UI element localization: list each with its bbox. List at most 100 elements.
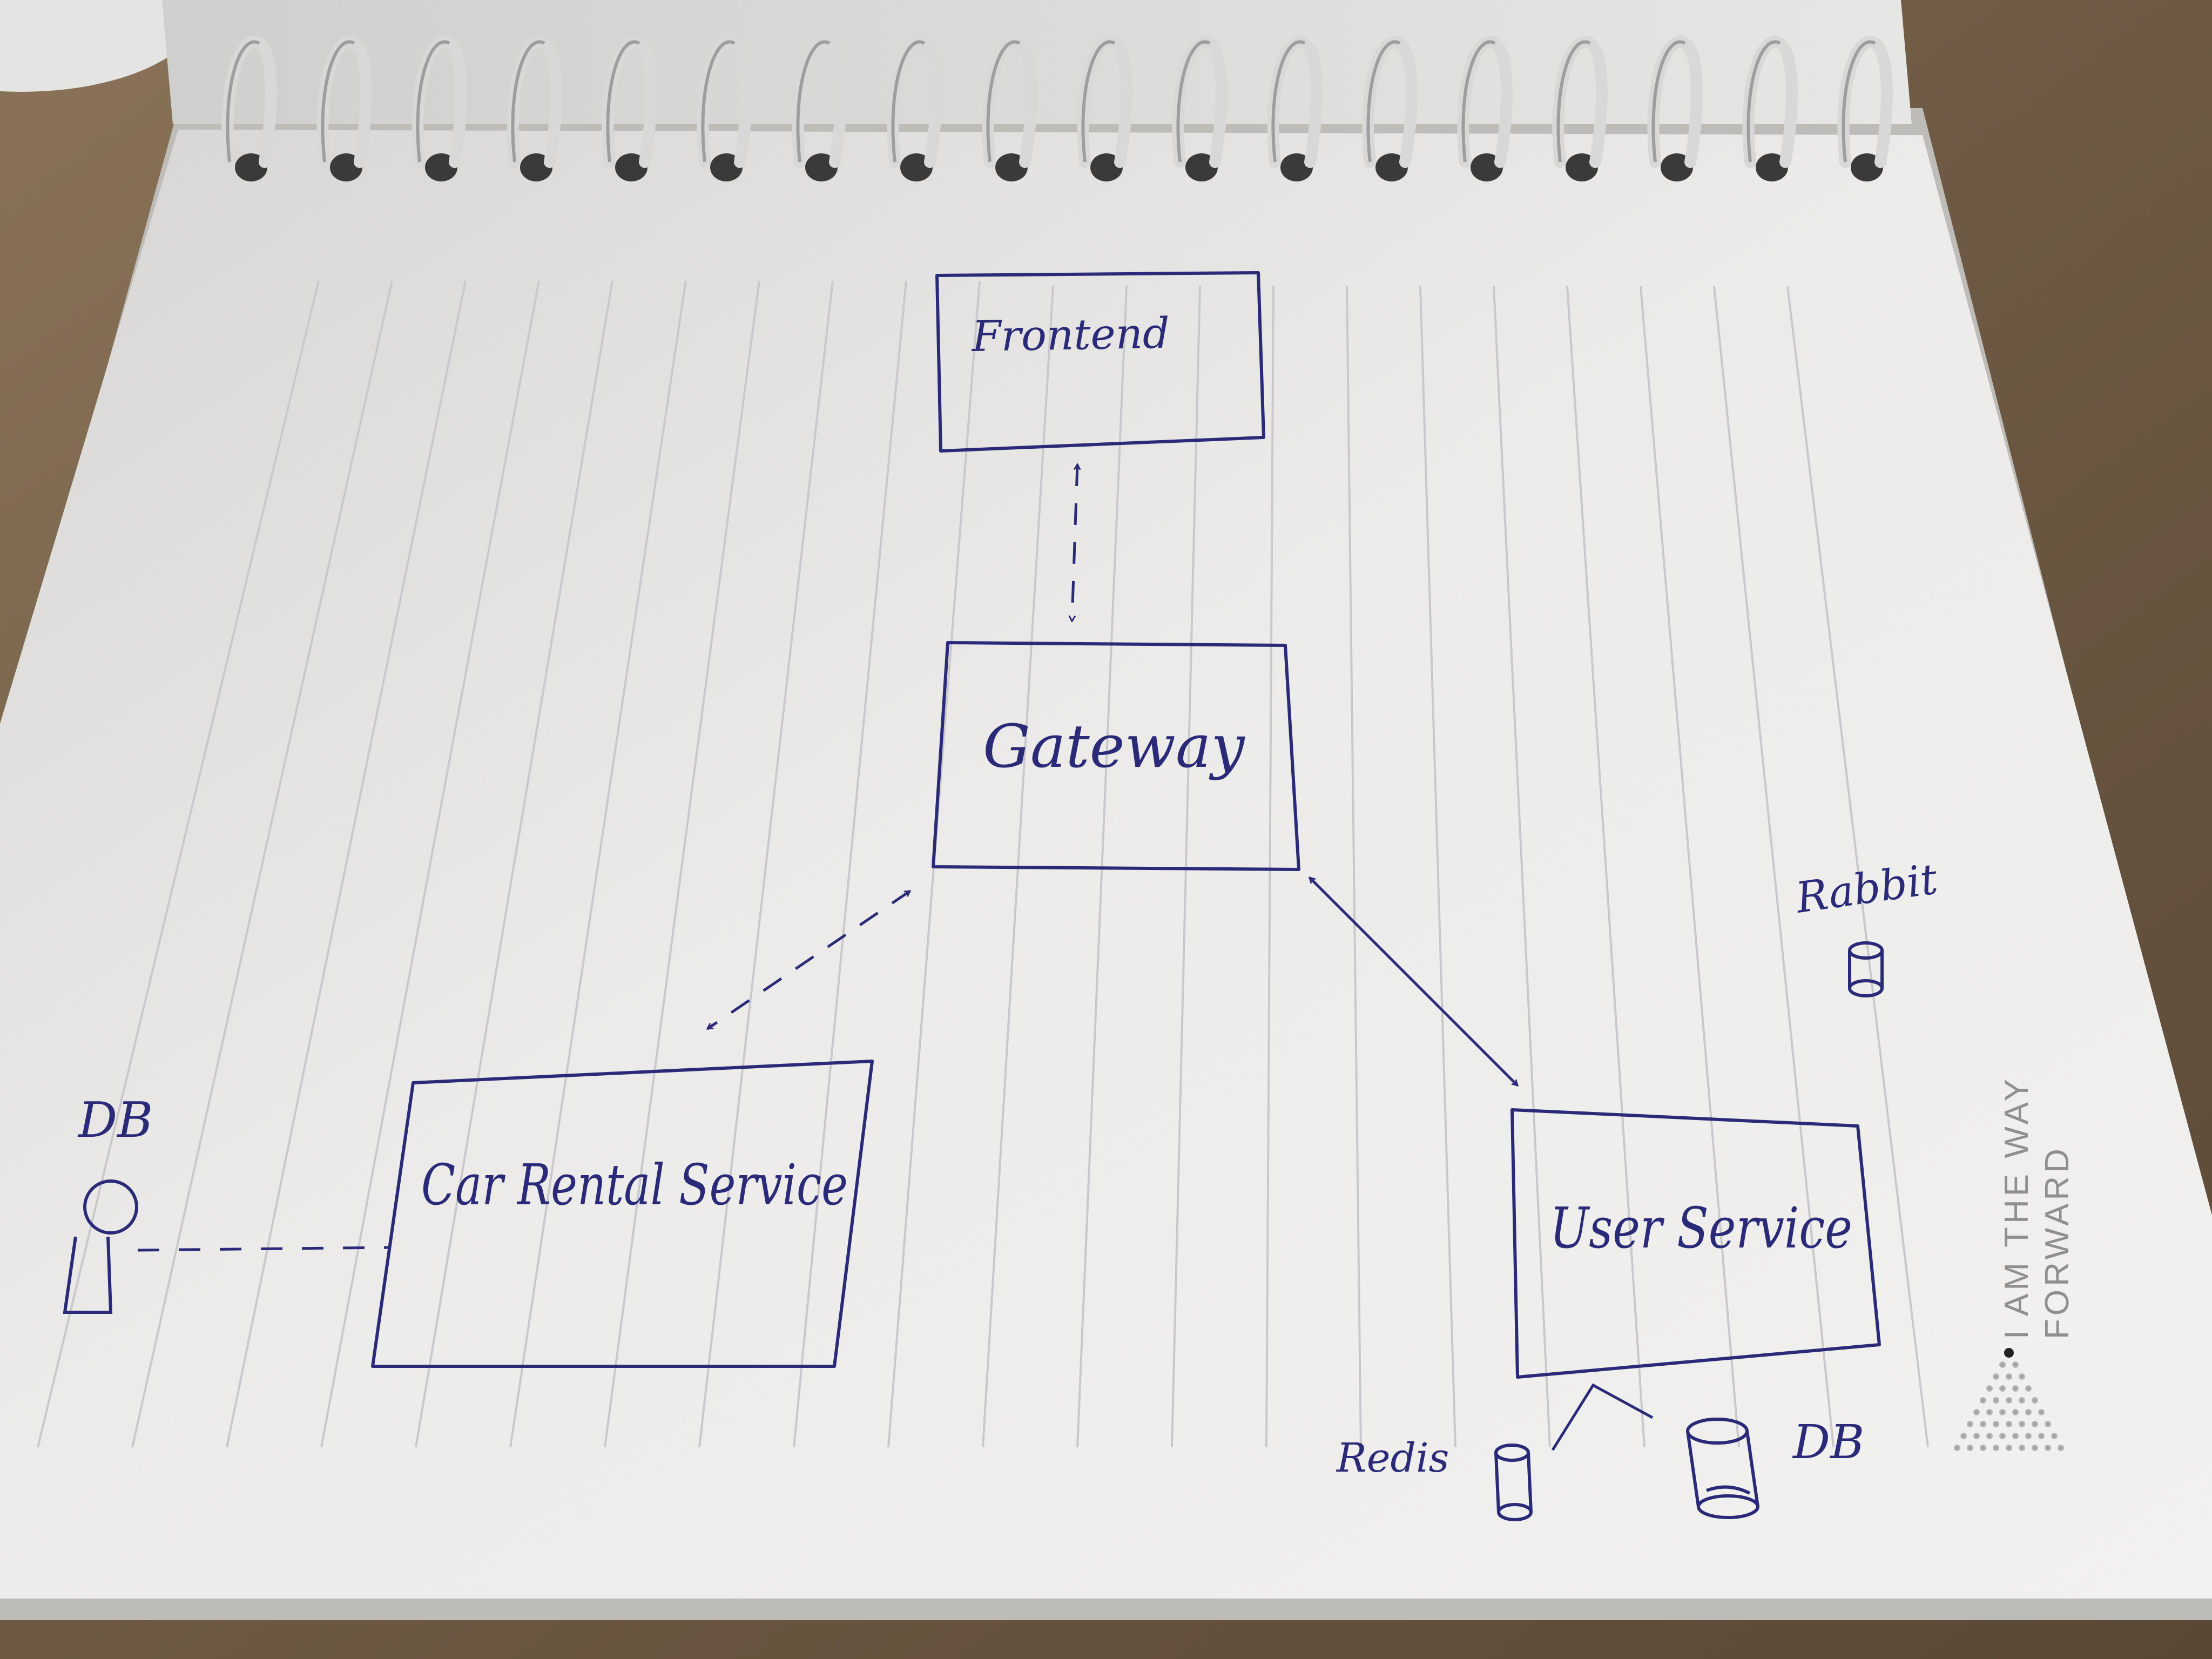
- edge-frontend-gateway: [1072, 464, 1077, 621]
- spiral-coil-shade: [1366, 40, 1401, 163]
- spiral-coil-shade: [701, 40, 736, 163]
- spiral-coil-shade: [1176, 40, 1211, 163]
- user-service-box: User Service: [1510, 1108, 1881, 1379]
- brand-dot: [2012, 1385, 2019, 1392]
- ruled-line: [131, 280, 393, 1448]
- brand-dot: [1980, 1445, 1986, 1451]
- spiral-coil-shade: [1081, 40, 1116, 163]
- brand-dot: [2038, 1433, 2045, 1439]
- brand-dot: [2051, 1433, 2058, 1439]
- spiral-coil-shade: [511, 40, 545, 163]
- brand-dot: [2006, 1397, 2012, 1404]
- gateway-box: Gateway: [932, 641, 1300, 871]
- spiral-coil-shade: [1746, 40, 1781, 163]
- brand-dot: [1967, 1445, 1973, 1451]
- brand-dot: [2019, 1445, 2025, 1451]
- car-rental-service-box: Car Rental Service: [371, 1060, 874, 1368]
- brand-dot: [1986, 1433, 1993, 1439]
- brand-dot: [2006, 1445, 2012, 1451]
- brand-dot: [1999, 1409, 2006, 1415]
- spiral-coil-shade: [1556, 40, 1591, 163]
- spiral-coil-shade: [416, 40, 450, 163]
- brand-dot: [1993, 1397, 1999, 1404]
- brand-dot: [1973, 1409, 1980, 1415]
- brand-dot: [2006, 1373, 2012, 1380]
- spiral-coil-shade: [1651, 40, 1686, 163]
- spiral-coil-shade: [796, 40, 831, 163]
- notebook-cover-top: [162, 0, 1912, 124]
- ruled-line: [320, 280, 540, 1448]
- redis-caret-mark: [1551, 1383, 1654, 1451]
- ruled-line: [793, 280, 907, 1448]
- brand-dot: [2004, 1348, 2014, 1358]
- spiral-coil-shade: [606, 40, 640, 163]
- brand-dot: [1993, 1373, 1999, 1380]
- brand-dot: [2045, 1421, 2051, 1427]
- brand-dot: [2019, 1421, 2025, 1427]
- frontend-box: Frontend: [935, 271, 1265, 453]
- ruled-line: [604, 280, 760, 1448]
- brand-dot: [2012, 1361, 2019, 1368]
- database-icon: [1686, 1418, 1759, 1519]
- ruled-line: [1566, 286, 1645, 1448]
- brand-dot: [2032, 1421, 2038, 1427]
- brand-dot: [2032, 1445, 2038, 1451]
- brand-dot: [1993, 1445, 1999, 1451]
- brand-dot: [2045, 1445, 2051, 1451]
- brand-dot: [1999, 1385, 2006, 1392]
- spiral-binding: [221, 36, 1893, 181]
- ruled-line: [1346, 286, 1362, 1448]
- spiral-coil-shade: [1271, 40, 1306, 163]
- user-db-label: DB: [1792, 1415, 1864, 1469]
- brand-dot: [1993, 1421, 1999, 1427]
- brand-dot: [1980, 1397, 1986, 1404]
- ruled-line: [1419, 286, 1456, 1448]
- brand-dot: [2058, 1445, 2064, 1451]
- ruled-lines: [37, 280, 1929, 1448]
- spiral-coil-shade: [226, 40, 260, 163]
- cache-icon: [1494, 1444, 1533, 1521]
- frontend-label: Frontend: [970, 309, 1170, 361]
- brand-dot: [2025, 1409, 2032, 1415]
- spiral-coil-shade: [891, 40, 926, 163]
- brand-dot: [1986, 1409, 1993, 1415]
- user-service-label: User Service: [1550, 1195, 1852, 1261]
- ruled-line: [415, 280, 613, 1448]
- brand-dot: [2025, 1385, 2032, 1392]
- car-db-store: DB: [63, 1092, 153, 1314]
- spiral-coil-shade: [321, 40, 355, 163]
- spiral-coil-shade: [986, 40, 1021, 163]
- brand-dot: [2012, 1409, 2019, 1415]
- brand-dot: [1986, 1385, 1993, 1392]
- ruled-line: [1713, 286, 1835, 1448]
- brand-dot: [2012, 1433, 2019, 1439]
- brand-dot: [1954, 1445, 1960, 1451]
- brand-line-1: I AM THE WAY: [1998, 1076, 2035, 1339]
- ruled-line: [509, 280, 687, 1448]
- brand-dot: [2006, 1421, 2012, 1427]
- queue-icon: [1848, 941, 1884, 997]
- ruled-line: [1493, 286, 1551, 1448]
- brand-mark: I AM THE WAY FORWARD: [1998, 1076, 2076, 1339]
- ruled-line: [226, 280, 467, 1448]
- user-db-store: DB: [1686, 1415, 1864, 1519]
- edge-db-car-rental: [137, 1246, 389, 1252]
- spiral-coil-shade: [1461, 40, 1496, 163]
- ruled-line: [1265, 286, 1274, 1448]
- car-rental-service-label: Car Rental Service: [421, 1152, 848, 1218]
- ruled-line: [1640, 286, 1740, 1448]
- brand-dot: [2032, 1397, 2038, 1404]
- brand-dot: [1960, 1433, 1967, 1439]
- white-object-corner: [0, 0, 200, 92]
- brand-dot: [1967, 1421, 1973, 1427]
- ruled-line: [1786, 286, 1929, 1448]
- brand-dot: [1999, 1433, 2006, 1439]
- ruled-line: [698, 280, 834, 1448]
- brand-dot: [2019, 1397, 2025, 1404]
- brand-dot: [2038, 1409, 2045, 1415]
- edge-gateway-car-rental: [707, 889, 910, 1030]
- brand-dot: [1999, 1361, 2006, 1368]
- redis-store: Redis: [1336, 1435, 1533, 1521]
- car-db-label: DB: [77, 1092, 153, 1149]
